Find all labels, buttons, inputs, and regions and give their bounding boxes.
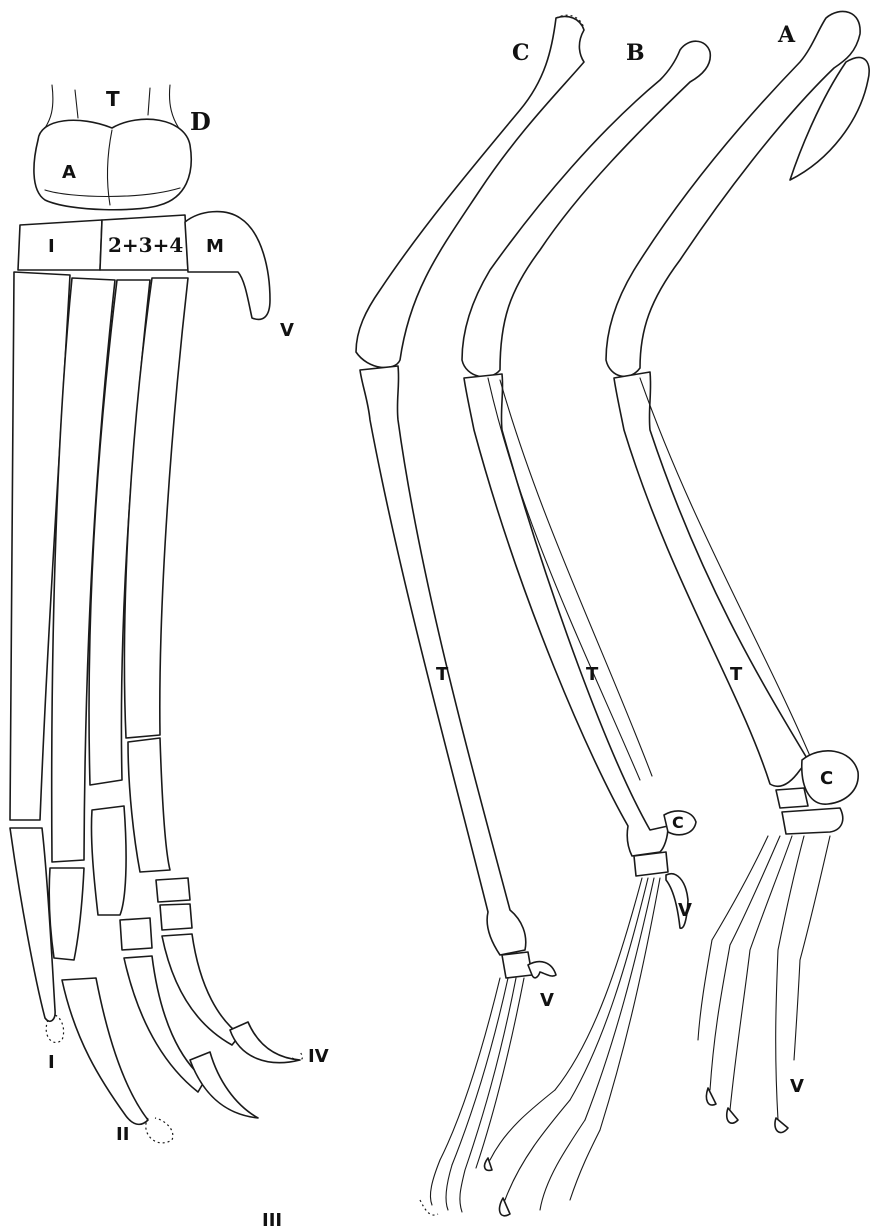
limb-a-label: A [777, 22, 796, 48]
label-digit-iii: III [262, 1210, 282, 1228]
label-tarsal-234: 2+3+4 [108, 233, 183, 257]
limb-c-v-bone [528, 962, 556, 978]
label-digit-i: I [48, 1052, 55, 1073]
limb-b-metatarsals [555, 878, 660, 1130]
limb-a-tarsals [776, 788, 808, 808]
limb-b-ankle [634, 852, 668, 876]
label-digit-ii: II [116, 1124, 129, 1145]
digit-4-phalanx-4 [162, 934, 240, 1045]
label-d-left: D [190, 107, 211, 136]
digit-4-phalanx-1 [128, 738, 170, 872]
limb-a-fibula [640, 378, 810, 756]
limb-c-tibia-label: T [436, 664, 449, 685]
limb-c-label: C [512, 40, 530, 66]
limb-a-c-label: C [820, 768, 833, 789]
limb-b-tibia-label: T [586, 664, 599, 685]
digit-4-claw [230, 1022, 300, 1063]
left-foot-figure: T D A I 2+3+4 M V I II III IV [10, 85, 329, 1228]
limb-b-v-label: V [678, 900, 692, 921]
limb-a-tibia-label: T [730, 664, 743, 685]
digit-3-phalanx-2 [120, 918, 152, 950]
digit-2-phalanx-2 [62, 978, 148, 1124]
label-m: M [206, 236, 224, 257]
limb-c-v-label: V [540, 990, 554, 1011]
digit-1-phalanx [10, 828, 55, 1021]
limb-a-v-label: V [790, 1076, 804, 1097]
digit-2-phalanx-1 [49, 868, 84, 960]
limb-a-femur [606, 11, 860, 376]
limb-a-tibia [614, 372, 808, 786]
tarsal-1 [18, 220, 102, 270]
limb-b-c-label: C [672, 813, 684, 832]
limb-b-femur [462, 41, 710, 377]
limb-b-toes [490, 1090, 600, 1210]
label-digit-iv: IV [308, 1046, 329, 1067]
label-tarsal-1: I [48, 236, 55, 257]
limb-a-figure: A T C V [606, 11, 869, 1132]
label-t-left: T [106, 87, 120, 111]
limb-c-metatarsals [440, 978, 524, 1170]
label-v-left: V [280, 320, 294, 341]
limb-a-toes [698, 940, 800, 1120]
digit-4-phalanx-2 [156, 878, 190, 902]
digit-4-phalanx-3 [160, 904, 192, 930]
label-a-left: A [62, 162, 76, 183]
limb-b-label: B [626, 40, 645, 66]
digit-3-phalanx-1 [91, 806, 126, 915]
limb-a-metatarsals [712, 836, 830, 960]
tarsal-m [185, 212, 270, 320]
